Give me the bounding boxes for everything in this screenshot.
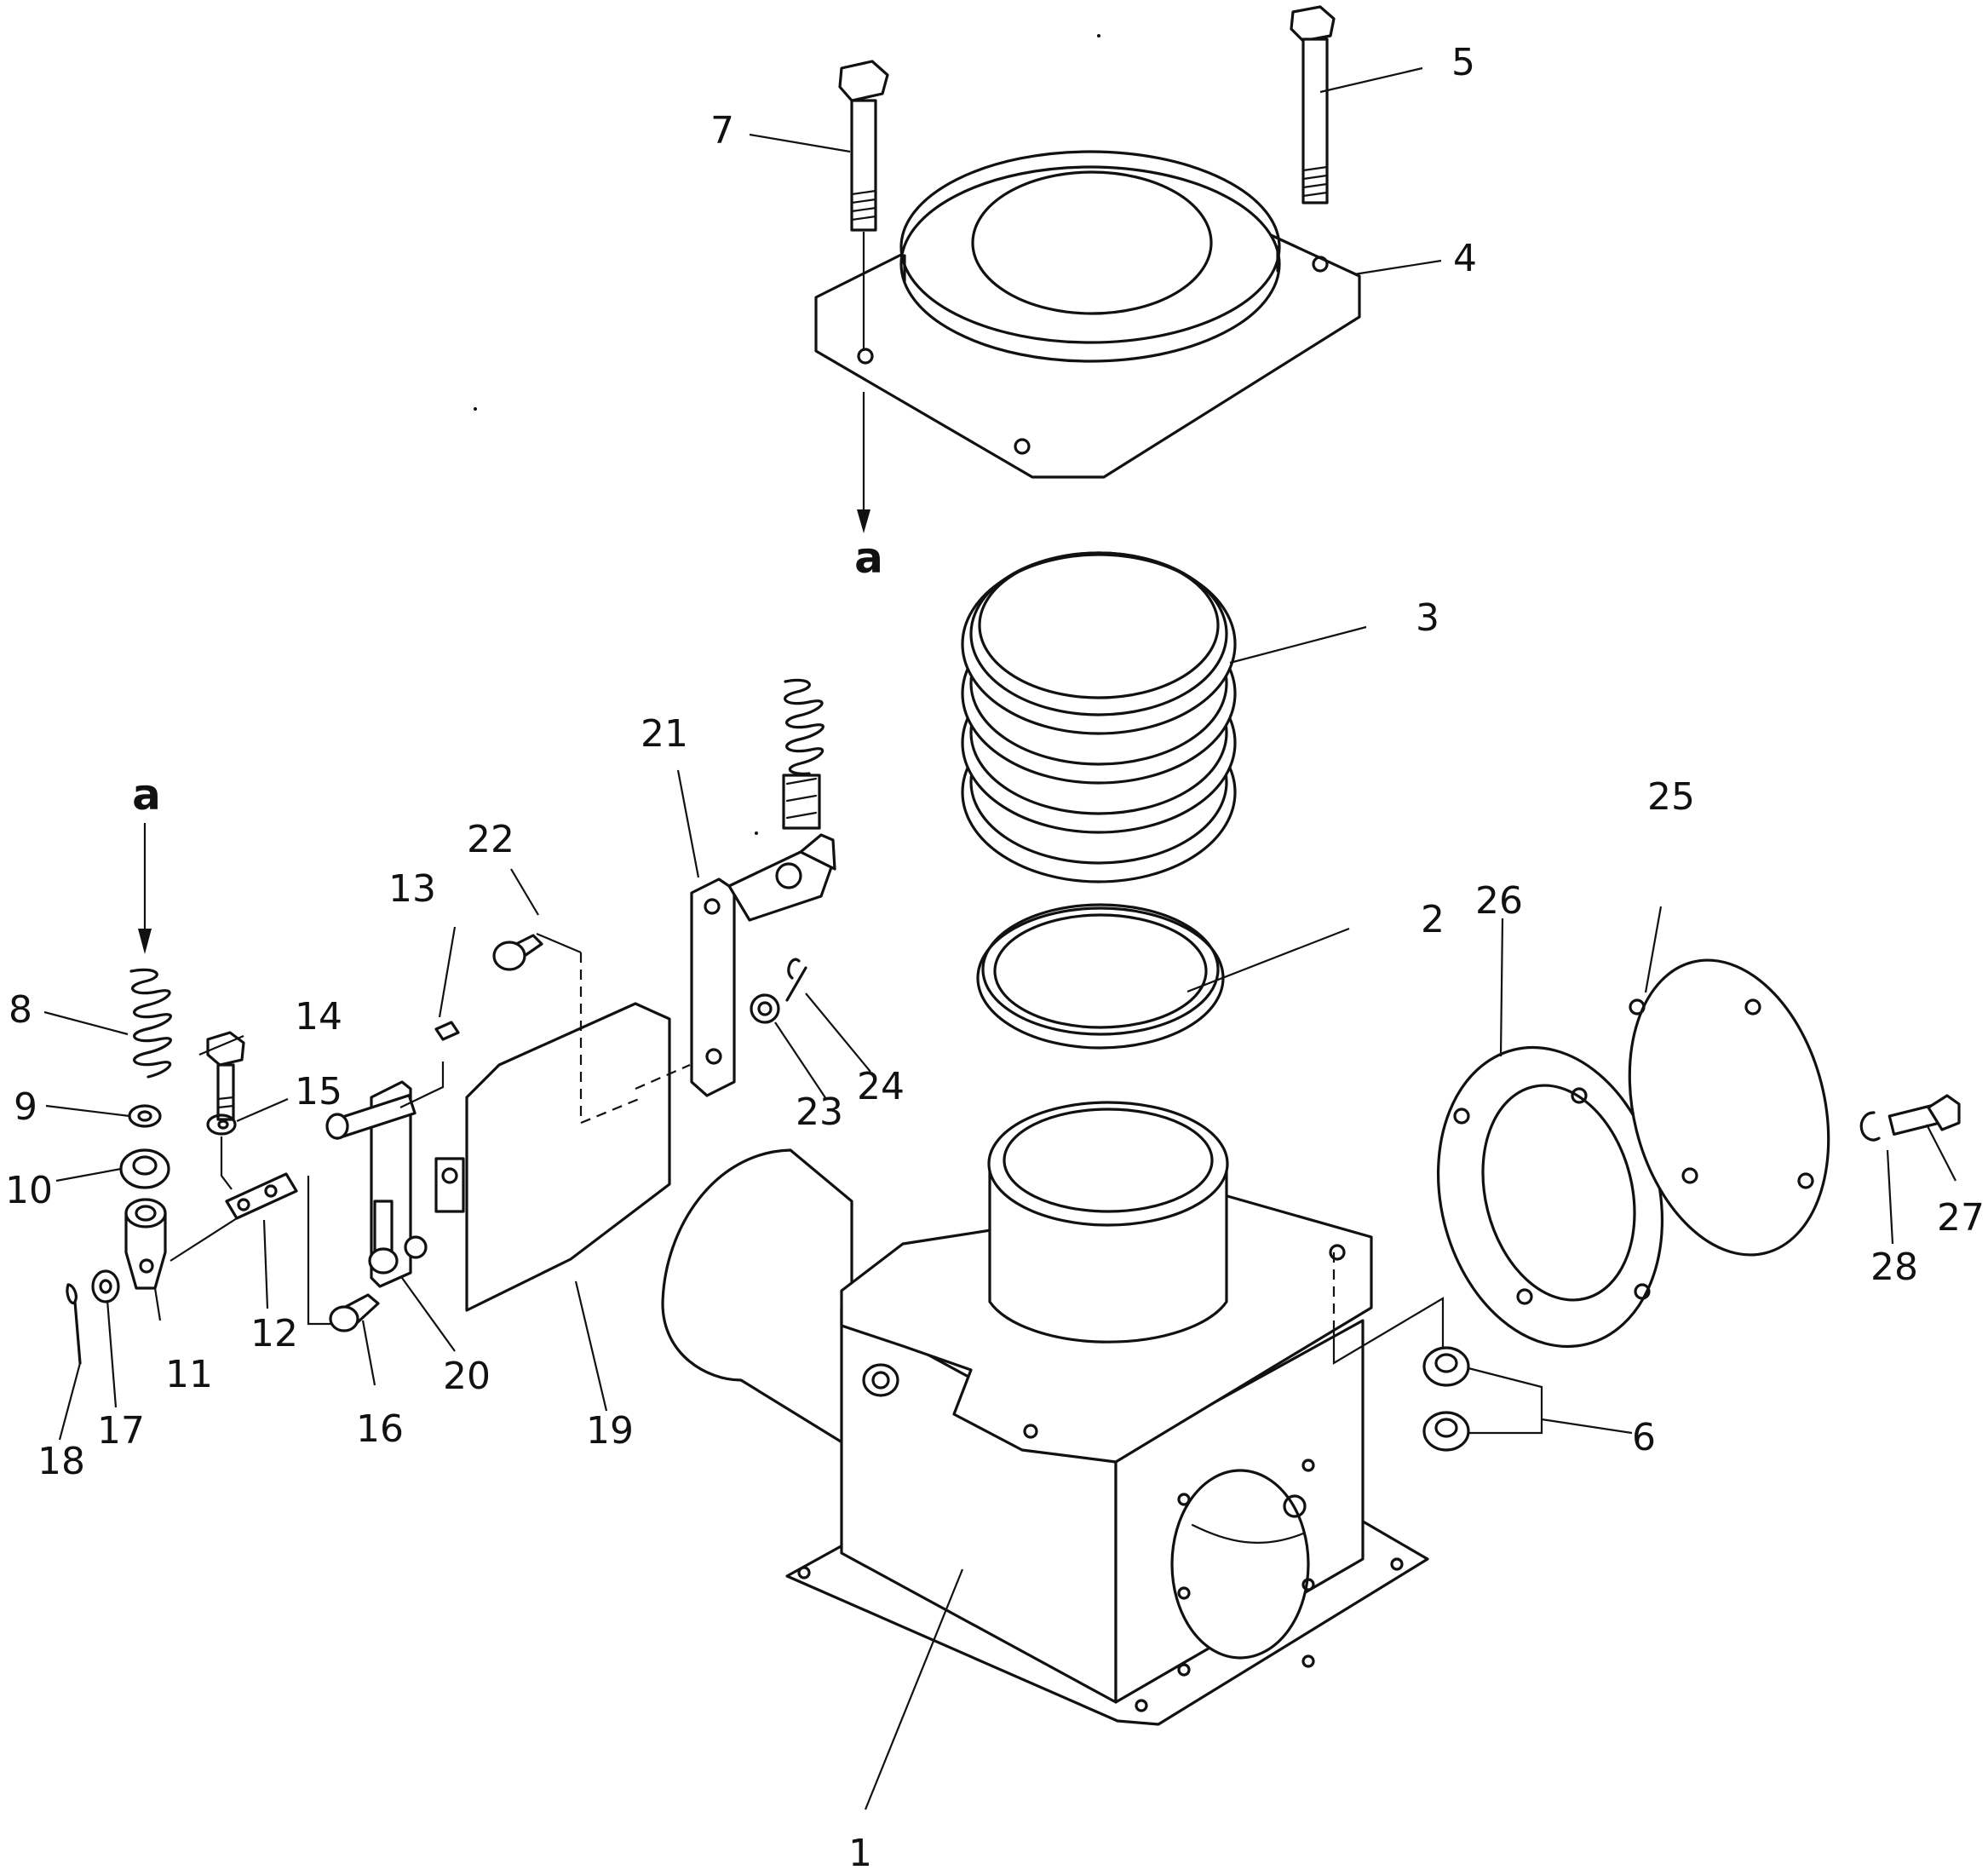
part-16-pin (329, 1293, 380, 1332)
guide-line-22 (579, 952, 640, 1125)
part-19-plate (434, 1002, 671, 1312)
part-10-nut (119, 1148, 170, 1189)
part-20-shaft-lever (325, 1080, 428, 1288)
part-8-spring (129, 968, 172, 1079)
callout-10: 10 (5, 1169, 53, 1212)
callout-5: 5 (1451, 41, 1475, 84)
part-13-key (434, 1021, 460, 1041)
callout-14: 14 (295, 995, 342, 1039)
part-7-bolt (838, 60, 889, 232)
part-25-cover (1628, 958, 1830, 1257)
callout-11: 11 (165, 1353, 213, 1396)
callout-6: 6 (1632, 1416, 1656, 1459)
callout-19: 19 (586, 1409, 634, 1453)
flow-arrow-a-lower (138, 929, 152, 954)
callout-3: 3 (1416, 596, 1439, 640)
callout-24: 24 (857, 1065, 905, 1108)
callout-15: 15 (295, 1070, 342, 1113)
callout-21: 21 (641, 712, 688, 756)
part-18-cotter-pin (66, 1283, 82, 1365)
leader-lines (43, 66, 1956, 1810)
part-21-lever (690, 678, 836, 1097)
scan-speck (755, 831, 758, 835)
callout-8: 8 (9, 988, 32, 1032)
part-6-nuts (1422, 1346, 1543, 1452)
part-11-clevis (124, 1198, 167, 1290)
callout-9: 9 (14, 1085, 37, 1129)
part-5-bolt (1290, 5, 1336, 204)
callout-18: 18 (37, 1440, 85, 1483)
callout-26: 26 (1475, 879, 1523, 923)
callout-27: 27 (1937, 1196, 1985, 1240)
guide-line-21 (635, 1063, 691, 1090)
bracket-line-6 (1332, 1297, 1445, 1365)
flow-label-a-upper: a (854, 533, 883, 583)
callout-12: 12 (250, 1312, 298, 1355)
part-3-ring-stack (961, 551, 1237, 883)
part-9-washer (128, 1104, 162, 1128)
callout-20: 20 (443, 1355, 491, 1398)
part-15-clip (206, 1113, 237, 1136)
callout-17: 17 (97, 1409, 145, 1453)
part-1-housing (661, 1101, 1429, 1726)
callout-22: 22 (467, 818, 514, 861)
part-4-flange (814, 150, 1361, 479)
bracket-line-22 (536, 932, 582, 954)
callout-7: 7 (710, 109, 734, 152)
bracket-line-15 (220, 1136, 233, 1190)
scan-speck (1097, 34, 1100, 37)
callout-13: 13 (388, 867, 436, 911)
part-2-ring (976, 903, 1225, 1050)
part-22-pin (492, 934, 543, 971)
part-12-link (225, 1172, 298, 1220)
part-14-bolt (206, 1031, 245, 1121)
scan-speck (474, 407, 477, 411)
callout-1: 1 (848, 1832, 872, 1870)
part-27-bolt (1887, 1094, 1961, 1136)
part-17-washer (91, 1269, 120, 1303)
part-26-gasket (1436, 1045, 1664, 1349)
part-28-washer (1859, 1111, 1881, 1142)
callout-2: 2 (1421, 898, 1445, 941)
part-24-cotter-pin (785, 958, 807, 1002)
bracket-line-12 (307, 1176, 332, 1326)
callout-23: 23 (796, 1090, 843, 1134)
bracket-line-13 (399, 1062, 445, 1108)
callout-labels: 1 2 3 4 5 6 7 8 9 10 11 12 13 14 15 16 1… (5, 41, 1985, 1870)
callout-25: 25 (1647, 775, 1695, 819)
flow-arrow-a-upper (857, 509, 870, 533)
callout-4: 4 (1453, 237, 1477, 280)
callout-16: 16 (356, 1407, 404, 1451)
flow-label-a-lower: a (132, 770, 161, 820)
callout-28: 28 (1870, 1246, 1918, 1289)
part-23-washer (750, 993, 780, 1024)
